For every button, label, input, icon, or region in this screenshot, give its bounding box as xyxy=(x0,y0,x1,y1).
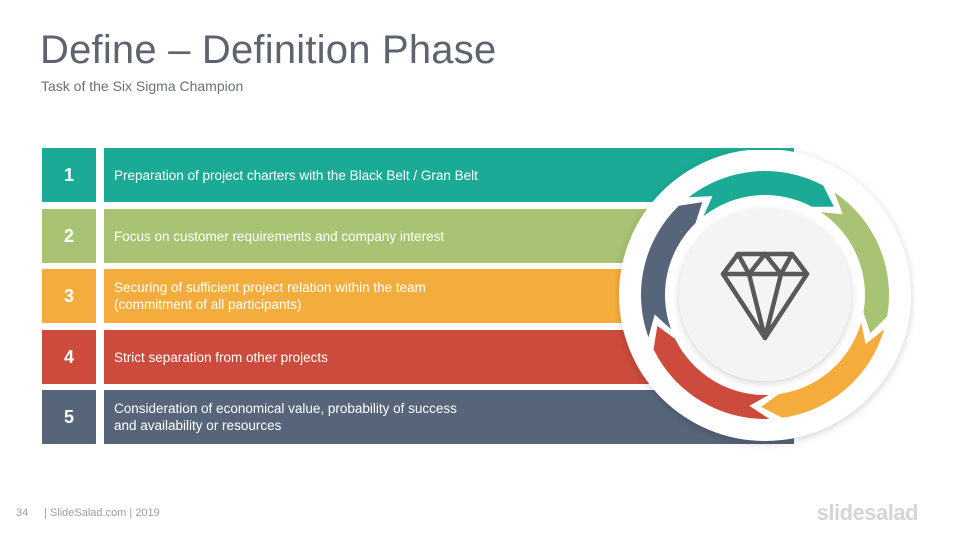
item-number: 5 xyxy=(42,390,96,444)
item-text: Focus on customer requirements and compa… xyxy=(114,228,445,244)
page-subtitle: Task of the Six Sigma Champion xyxy=(41,78,244,94)
wheel-segment-4 xyxy=(653,325,770,419)
item-number: 1 xyxy=(42,148,96,202)
item-number: 3 xyxy=(42,269,96,323)
item-text: Strict separation from other projects xyxy=(114,349,328,365)
wheel-segment-5 xyxy=(641,202,703,338)
wheel-segment-1 xyxy=(688,171,834,217)
item-number: 4 xyxy=(42,330,96,384)
wheel-segment-3 xyxy=(761,322,885,418)
item-number: 2 xyxy=(42,209,96,263)
item-text: Preparation of project charters with the… xyxy=(114,167,478,183)
item-text: Securing of sufficient project relation … xyxy=(114,280,426,312)
page-number: 34 xyxy=(16,507,29,519)
footer-text: | SlideSalad.com | 2019 xyxy=(44,507,160,519)
brand-logo: slidesalad xyxy=(816,500,919,525)
cycle-wheel xyxy=(619,150,911,441)
wheel-segment-2 xyxy=(820,192,890,334)
diamond-icon xyxy=(720,251,810,341)
wheel-arcs xyxy=(641,171,890,419)
wheel-inner-disc xyxy=(679,209,851,381)
page-title: Define – Definition Phase xyxy=(40,28,497,72)
item-text: Consideration of economical value, proba… xyxy=(114,401,457,433)
